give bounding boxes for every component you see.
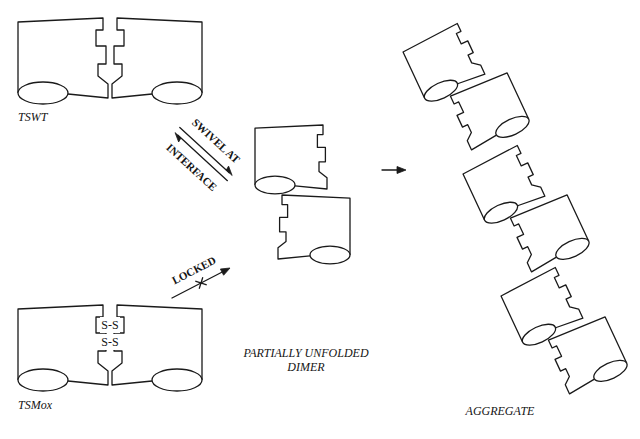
monomer-outline <box>447 70 532 154</box>
cylinder-end <box>18 82 68 104</box>
molecule-figure: AGGREGATE <box>408 8 632 422</box>
cylinder-end <box>591 356 630 386</box>
arrow-head <box>226 166 232 175</box>
molecule-drawing <box>232 118 380 378</box>
cylinder-end <box>493 112 532 142</box>
arrow-head <box>397 167 406 174</box>
block-cross <box>195 277 206 288</box>
cylinder-end <box>152 82 202 104</box>
dimer-outline <box>500 257 630 406</box>
dimer-outline <box>255 125 350 264</box>
monomer-outline <box>278 195 350 264</box>
dimer-outline <box>402 13 532 162</box>
monomer-fill <box>507 192 590 272</box>
monomer-outline <box>112 18 202 104</box>
dimer-outline <box>462 135 592 284</box>
molecule-figure: S-SS-S TSMox <box>12 300 212 416</box>
species-label: AGGREGATE <box>466 404 535 418</box>
arrow-head <box>220 268 230 275</box>
cylinder-end <box>18 369 68 391</box>
cylinder-end <box>152 369 202 391</box>
species-label: PARTIALLY UNFOLDED DIMER <box>232 346 380 374</box>
monomer-outline <box>112 305 202 391</box>
monomer-edge <box>507 192 590 272</box>
monomer-fill <box>545 314 628 394</box>
disulfide-label: S-S <box>100 317 119 333</box>
monomer-outline <box>18 305 108 391</box>
cylinder-end <box>310 246 350 264</box>
arrow-head <box>175 133 181 142</box>
molecule-figure: TSWT <box>12 12 212 128</box>
monomer-edge <box>447 70 530 150</box>
cylinder-end <box>255 176 295 194</box>
arrow-label: LOCKED <box>170 253 218 286</box>
monomer-edge <box>545 314 628 394</box>
monomer-outline <box>18 18 108 104</box>
cylinder-end <box>553 234 592 264</box>
monomer-fill <box>447 70 530 150</box>
disulfide-label: S-S <box>100 334 119 350</box>
arrow-label: SWIVEL AT INTERFACE <box>146 97 261 211</box>
monomer-outline <box>255 125 327 194</box>
reaction-arrow <box>382 167 406 174</box>
monomer-outline <box>545 314 630 398</box>
species-label: TSWT <box>18 110 47 124</box>
molecule-drawing <box>408 8 632 422</box>
species-label: TSMox <box>18 398 52 412</box>
monomer-outline <box>507 192 592 276</box>
molecule-figure: PARTIALLY UNFOLDED DIMER <box>232 118 380 378</box>
